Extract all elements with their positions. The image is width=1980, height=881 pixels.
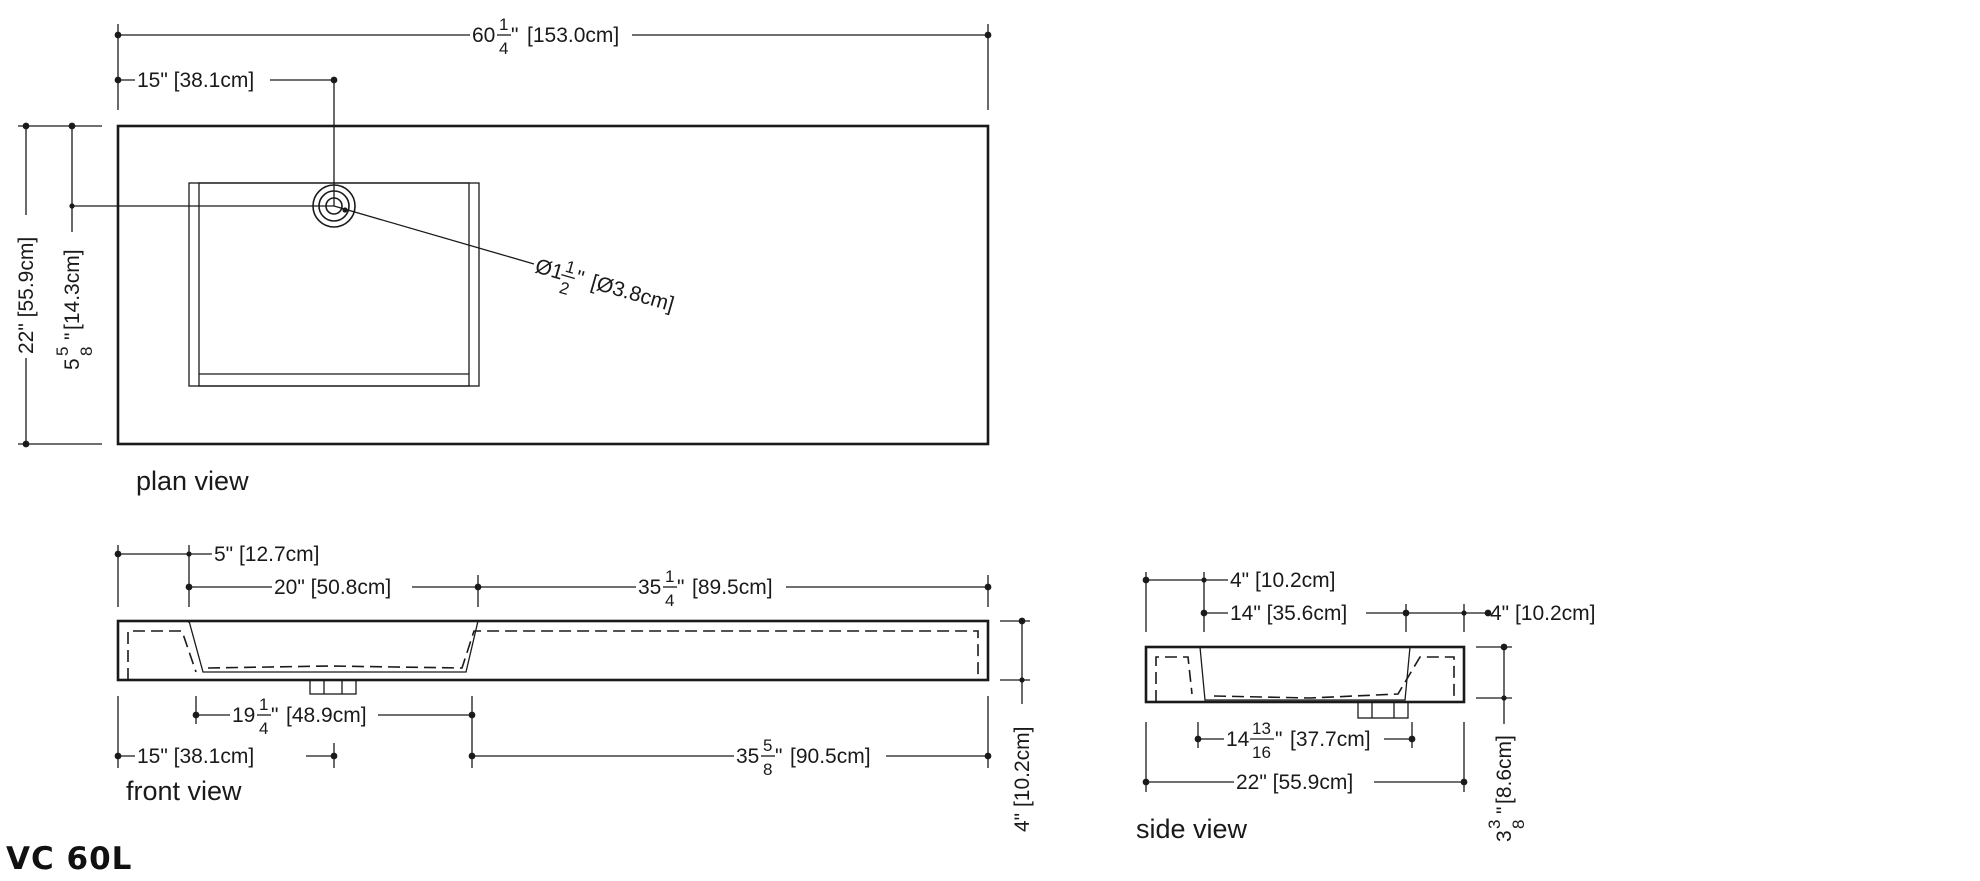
svg-text:16: 16 — [1252, 743, 1271, 762]
front-view-label: front view — [126, 776, 242, 806]
svg-text:35: 35 — [638, 576, 661, 599]
svg-text:": " — [775, 745, 782, 768]
plan-view: 60 1 4 " [153.0cm] 15" [38.1cm] 22" [55.… — [15, 15, 992, 496]
svg-text:5: 5 — [763, 736, 772, 755]
svg-text:13: 13 — [1252, 719, 1271, 738]
svg-text:[153.0cm]: [153.0cm] — [527, 24, 619, 47]
svg-text:[89.5cm]: [89.5cm] — [692, 576, 773, 599]
svg-text:20" [50.8cm]: 20" [50.8cm] — [274, 576, 391, 599]
svg-text:8: 8 — [77, 347, 96, 356]
dim-side-height: 3 3 8 " [8.6cm] — [1476, 643, 1528, 842]
dim-side-inner: 14 13 16 " [37.7cm] — [1194, 719, 1416, 762]
svg-text:4: 4 — [259, 719, 268, 738]
side-drain-icon — [1357, 701, 1409, 719]
svg-text:[14.3cm]: [14.3cm] — [61, 249, 84, 330]
dim-depth: 22" [55.9cm] — [15, 122, 102, 448]
dim-front-basin-inner: 19 1 4 " [48.9cm] — [192, 695, 476, 768]
dim-front-deck-width: 35 1 4 " [89.5cm] — [478, 567, 992, 610]
dim-drain-offset: 15" [38.1cm] — [114, 69, 338, 206]
svg-text:1: 1 — [665, 567, 674, 586]
svg-text:35: 35 — [736, 745, 759, 768]
plan-view-label: plan view — [136, 466, 249, 496]
dim-side-basin: 14" [35.6cm] — [1200, 602, 1465, 632]
model-name: VC 60L — [6, 841, 132, 877]
svg-text:14" [35.6cm]: 14" [35.6cm] — [1230, 602, 1347, 625]
dim-side-left-wall: 4" [10.2cm] — [1142, 569, 1336, 632]
svg-text:": " — [1275, 728, 1282, 751]
svg-text:8: 8 — [763, 760, 772, 779]
dim-front-basin-offset: 5" [12.7cm] — [114, 543, 320, 607]
dim-side-depth: 22" [55.9cm] — [1142, 722, 1468, 794]
dim-drain-diameter: Ø1 1 2 " [Ø3.8cm] — [333, 205, 677, 317]
svg-text:22" [55.9cm]: 22" [55.9cm] — [15, 237, 38, 354]
svg-text:1: 1 — [563, 257, 577, 278]
front-drain-icon — [309, 679, 357, 695]
svg-text:4: 4 — [499, 39, 508, 58]
svg-text:15" [38.1cm]: 15" [38.1cm] — [137, 745, 254, 768]
svg-text:4" [10.2cm]: 4" [10.2cm] — [1011, 726, 1034, 832]
side-outline — [1144, 645, 1466, 704]
svg-text:[8.6cm]: [8.6cm] — [1493, 735, 1516, 804]
svg-text:5: 5 — [53, 347, 72, 356]
svg-text:1: 1 — [499, 15, 508, 34]
dim-front-drain-offset: 15" [38.1cm] — [114, 696, 338, 768]
svg-text:1: 1 — [259, 695, 268, 714]
svg-text:4" [10.2cm]: 4" [10.2cm] — [1230, 569, 1336, 592]
side-view-label: side view — [1136, 814, 1248, 844]
side-view: 4" [10.2cm] 14" [35.6cm] 4" [10.2cm] 14 … — [1136, 569, 1596, 844]
svg-text:": " — [677, 576, 684, 599]
svg-text:": " — [61, 333, 84, 340]
dim-drain-depth: 5 5 8 " [14.3cm] — [53, 122, 334, 370]
svg-text:[90.5cm]: [90.5cm] — [790, 745, 871, 768]
svg-text:": " — [573, 266, 587, 290]
dim-front-basin-width: 20" [50.8cm] — [185, 575, 989, 607]
svg-text:": " — [271, 704, 278, 727]
svg-text:60: 60 — [472, 24, 495, 47]
svg-text:[48.9cm]: [48.9cm] — [286, 704, 367, 727]
svg-text:14: 14 — [1226, 728, 1250, 751]
dim-overall-length: 60 1 4 " [153.0cm] — [114, 15, 992, 110]
svg-text:": " — [1493, 807, 1516, 814]
svg-text:5" [12.7cm]: 5" [12.7cm] — [214, 543, 320, 566]
plan-countertop-outline — [116, 124, 990, 446]
svg-text:8: 8 — [1509, 820, 1528, 829]
front-outline — [116, 619, 990, 682]
svg-text:[Ø3.8cm]: [Ø3.8cm] — [588, 271, 676, 317]
front-view: 5" [12.7cm] 20" [50.8cm] 35 1 4 " [89.5c… — [114, 543, 1034, 832]
svg-text:3: 3 — [1493, 830, 1516, 842]
svg-text:15" [38.1cm]: 15" [38.1cm] — [137, 69, 254, 92]
svg-text:22" [55.9cm]: 22" [55.9cm] — [1236, 771, 1353, 794]
dim-front-right: 35 5 8 " [90.5cm] — [468, 696, 992, 779]
dim-front-height: 4" [10.2cm] — [1000, 617, 1034, 832]
svg-text:4: 4 — [665, 591, 674, 610]
svg-text:5: 5 — [61, 358, 84, 370]
svg-text:4" [10.2cm]: 4" [10.2cm] — [1490, 602, 1596, 625]
svg-text:19: 19 — [232, 704, 255, 727]
svg-text:": " — [511, 24, 518, 47]
dim-side-right-wall: 4" [10.2cm] — [1406, 602, 1596, 625]
svg-text:[37.7cm]: [37.7cm] — [1290, 728, 1371, 751]
svg-text:3: 3 — [1485, 820, 1504, 829]
